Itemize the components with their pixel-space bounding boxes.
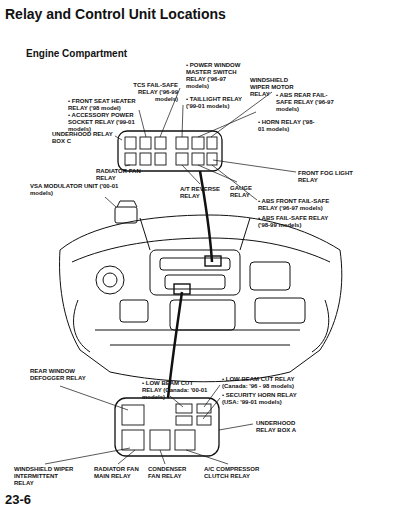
callout-label: CONDENSER FAN RELAY (148, 466, 194, 480)
relay-box (115, 398, 219, 456)
callout-label: A/C COMPRESSOR CLUTCH RELAY (204, 466, 266, 480)
leader-line (115, 88, 296, 200)
callout-label: • TAILLIGHT RELAY ('99-01 models) (186, 96, 244, 110)
callout-label: • POWER WINDOW MASTER SWITCH RELAY ('96-… (186, 62, 244, 90)
callout-label: • ABS FAIL-SAFE RELAY ('98-99 models) (258, 215, 330, 229)
page-title: Relay and Control Unit Locations (5, 6, 226, 22)
relay-symbol (125, 137, 217, 165)
callout-label: WINDSHIELD WIPER INTERMITTENT RELAY (14, 466, 76, 487)
section-heading: Engine Compartment (26, 48, 146, 60)
vsa-unit (105, 197, 137, 223)
page-number: 23-6 (5, 492, 45, 507)
relay-symbol (122, 404, 211, 450)
callout-label: • ABS FRONT FAIL-SAFE RELAY ('96-97 mode… (258, 198, 330, 212)
callout-label: VSA MODULATOR UNIT ('00-01 models) (30, 183, 120, 197)
callout-label: UNDERHOOD RELAY BOX A (256, 420, 316, 434)
callout-label: GAUGE RELAY (230, 185, 270, 199)
callout-label: RADIATOR FAN RELAY (96, 168, 144, 182)
callout-label: • LOW BEAM CUT RELAY (Canada: '00-01 mod… (142, 380, 214, 401)
callout-label: • ACCESSORY POWER SOCKET RELAY ('99-01 m… (68, 112, 138, 133)
callout-label: FRONT FOG LIGHT RELAY (298, 170, 354, 184)
car-body (60, 215, 342, 382)
callout-label: • ABS REAR FAIL-SAFE RELAY ('96-97 model… (276, 92, 334, 113)
callout-label: • SECURITY HORN RELAY (USA: '99-01 model… (222, 392, 302, 406)
callout-label: • FRONT SEAT HEATER RELAY ('98 model) (68, 98, 138, 112)
callout-label: • HORN RELAY ('98-01 models) (258, 119, 320, 133)
callout-label: • LOW BEAM CUT RELAY (Canada: '96 - 98 m… (222, 376, 302, 390)
callout-label: RADIATOR FAN MAIN RELAY (94, 466, 146, 480)
callout-label: REAR WINDOW DEFOGGER RELAY (30, 368, 90, 382)
callout-label: A/T REVERSE RELAY (180, 186, 226, 200)
relay-box (118, 131, 222, 171)
callout-label: UNDERHOOD RELAY BOX C (52, 131, 114, 145)
